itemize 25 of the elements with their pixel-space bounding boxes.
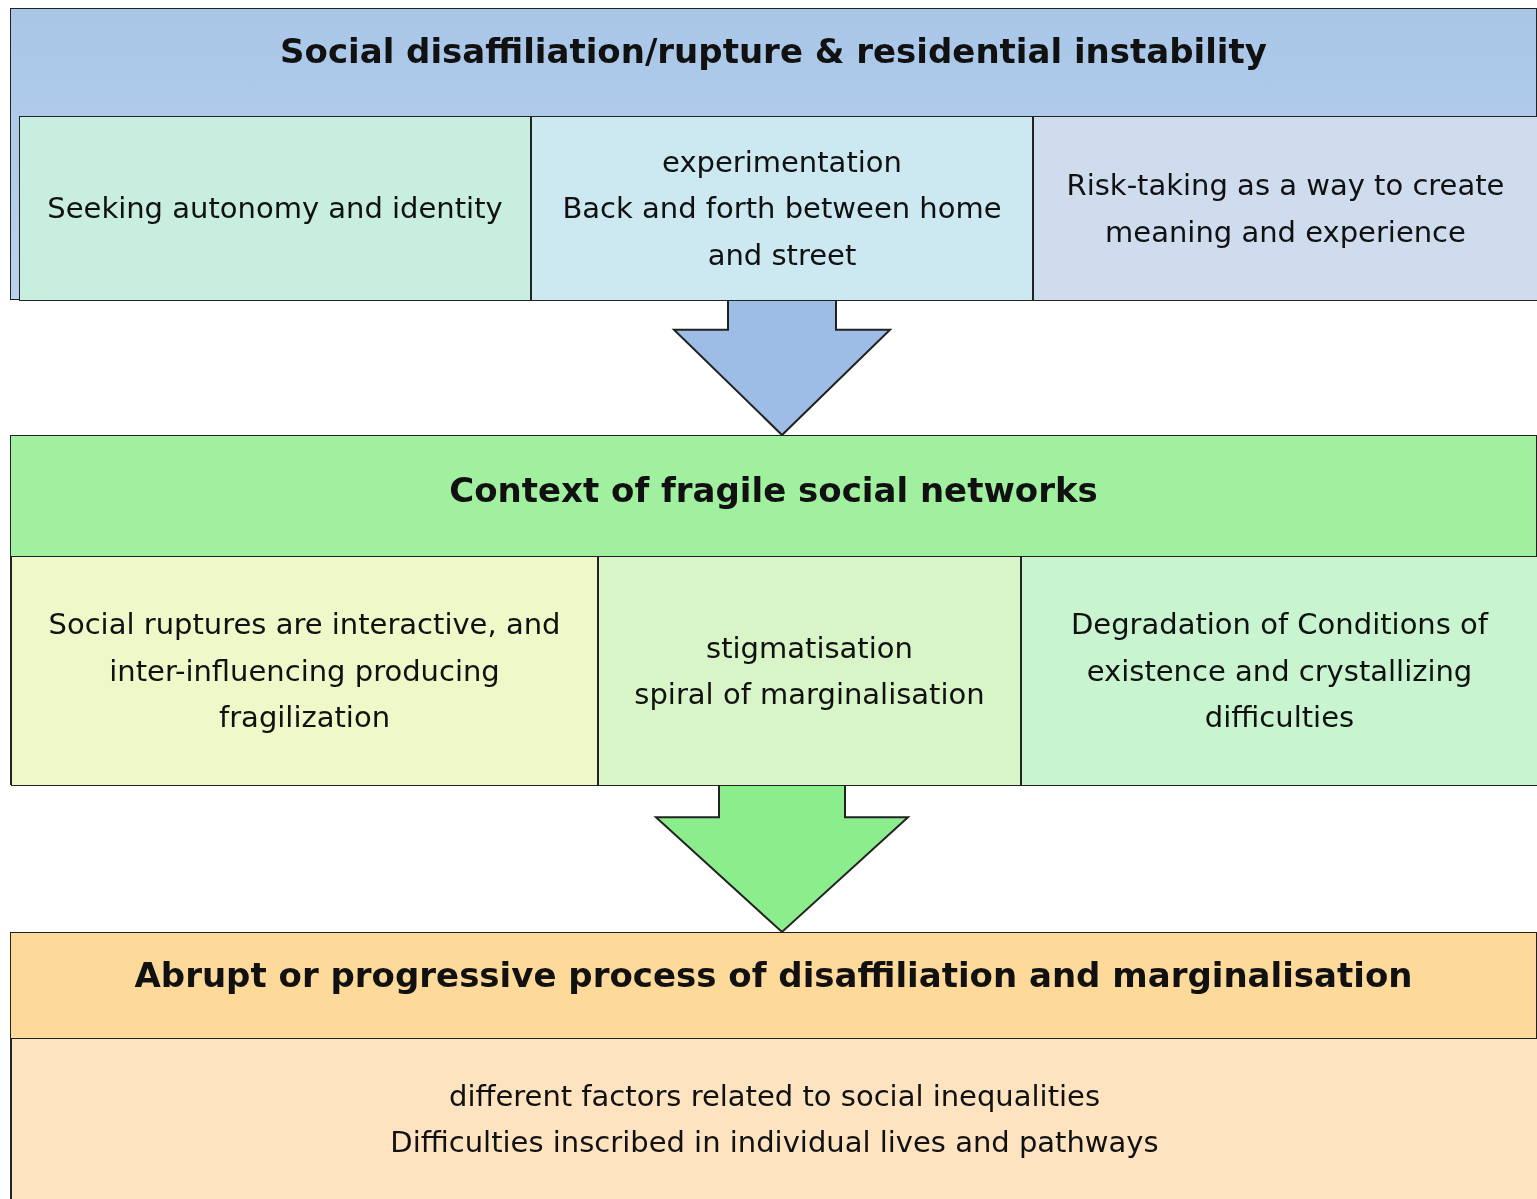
category-box — [598, 556, 1021, 786]
category-box — [531, 116, 1033, 301]
band-panel — [10, 8, 1537, 300]
band-panel — [10, 435, 1537, 785]
block-arrow — [653, 784, 911, 934]
box-text: stigmatisation — [705, 629, 914, 667]
box-text: different factors related to social inequalities — [448, 1077, 1101, 1115]
box-text: Difficulties inscribed in individual lives and pathways — [389, 1124, 1160, 1161]
box-text: Degradation of Conditions of existence and crystallizing difficulties — [1069, 606, 1490, 737]
box-text: Seeking autonomy and identity — [46, 190, 504, 228]
category-box — [19, 116, 531, 301]
band-heading: Context of fragile social networks — [448, 470, 1099, 510]
category-box — [1021, 556, 1537, 786]
box-text: experimentation — [661, 143, 903, 181]
block-arrow — [671, 299, 893, 437]
category-box — [11, 1038, 1537, 1199]
band-heading: Social disaffiliation/rupture & residential instability — [279, 31, 1268, 71]
category-box — [11, 556, 598, 786]
band-panel — [10, 932, 1537, 1199]
box-text: Social ruptures are interactive, and inter-influencing producing fragilization — [47, 606, 562, 737]
box-text: Back and forth between home and street — [561, 190, 1003, 274]
box-text: Risk-taking as a way to create meaning and experience — [1065, 167, 1506, 251]
category-box — [1033, 116, 1537, 301]
box-text: spiral of marginalisation — [633, 676, 986, 713]
band-heading: Abrupt or progressive process of disaffiliation and marginalisation — [133, 955, 1414, 995]
